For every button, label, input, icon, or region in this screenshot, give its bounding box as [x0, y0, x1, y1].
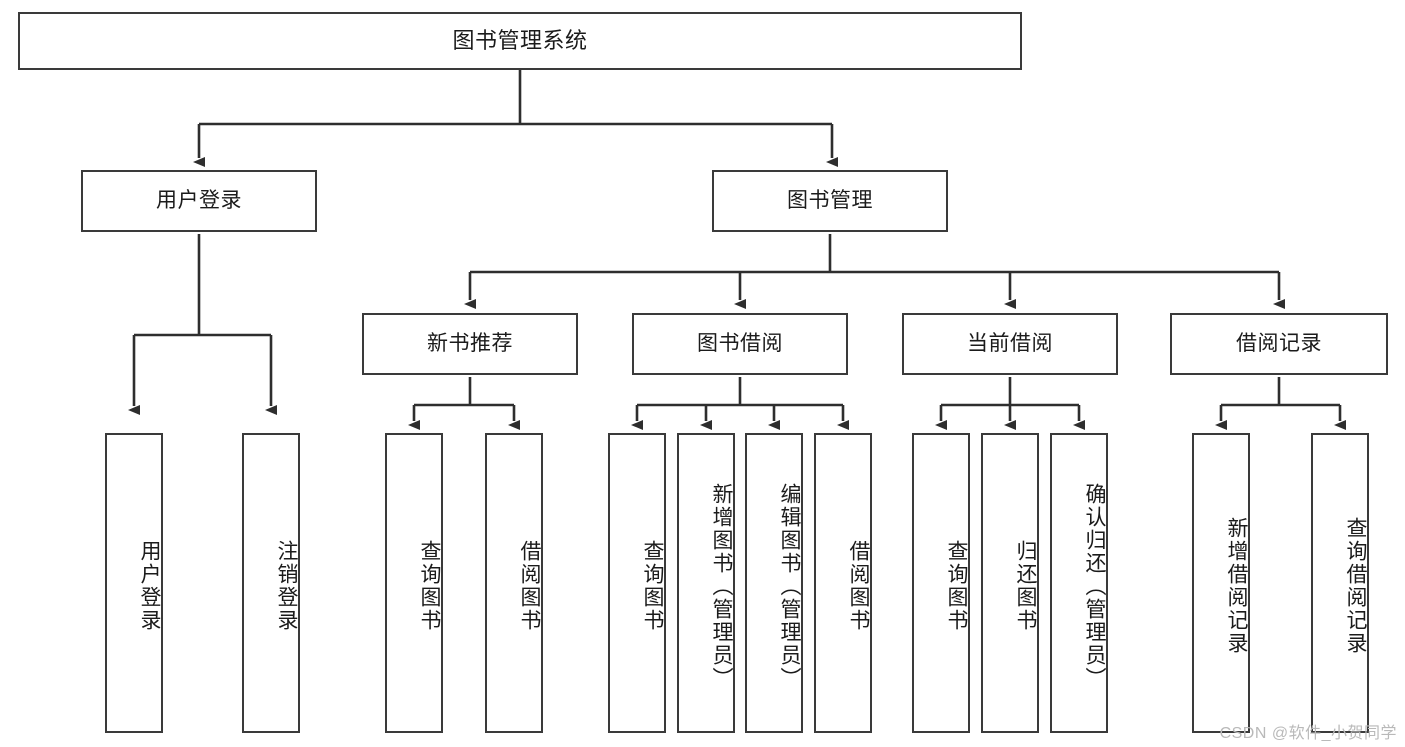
node-borrow-record[interactable]: 借阅记录 — [1170, 313, 1388, 375]
leaf-query-borrow-record[interactable]: 查询借阅记录 — [1311, 433, 1369, 733]
leaf-return-book[interactable]: 归还图书 — [981, 433, 1039, 733]
leaf-edit-book-admin[interactable]: 编辑图书（管理员） — [745, 433, 803, 733]
leaf-user-login[interactable]: 用户登录 — [105, 433, 163, 733]
node-book-borrow[interactable]: 图书借阅 — [632, 313, 848, 375]
leaf-label: 查询借阅记录 — [1344, 517, 1367, 655]
leaf-query-book-current[interactable]: 查询图书 — [912, 433, 970, 733]
node-root-system[interactable]: 图书管理系统 — [18, 12, 1022, 70]
leaf-add-book-admin[interactable]: 新增图书（管理员） — [677, 433, 735, 733]
leaf-confirm-return-admin[interactable]: 确认归还（管理员） — [1050, 433, 1108, 733]
node-new-book-recommend[interactable]: 新书推荐 — [362, 313, 578, 375]
leaf-borrow-book-newbook[interactable]: 借阅图书 — [485, 433, 543, 733]
leaf-query-book-newbook[interactable]: 查询图书 — [385, 433, 443, 733]
leaf-label: 用户登录 — [138, 540, 161, 632]
node-current-borrow[interactable]: 当前借阅 — [902, 313, 1118, 375]
node-user-login[interactable]: 用户登录 — [81, 170, 317, 232]
leaf-label: 查询图书 — [418, 540, 441, 632]
leaf-label: 查询图书 — [945, 540, 968, 632]
leaf-label: 编辑图书（管理员） — [778, 482, 801, 690]
leaf-label: 借阅图书 — [518, 540, 541, 632]
leaf-label: 确认归还（管理员） — [1083, 482, 1106, 690]
leaf-label: 归还图书 — [1014, 540, 1037, 632]
leaf-label: 查询图书 — [641, 540, 664, 632]
csdn-watermark: CSDN @软件_小贺同学 — [1219, 725, 1397, 742]
leaf-label: 新增借阅记录 — [1225, 517, 1248, 655]
leaf-label: 注销登录 — [275, 540, 298, 632]
leaf-label: 新增图书（管理员） — [710, 482, 733, 690]
leaf-label: 借阅图书 — [847, 540, 870, 632]
node-book-management[interactable]: 图书管理 — [712, 170, 948, 232]
leaf-query-book-borrow[interactable]: 查询图书 — [608, 433, 666, 733]
leaf-add-borrow-record[interactable]: 新增借阅记录 — [1192, 433, 1250, 733]
leaf-borrow-book[interactable]: 借阅图书 — [814, 433, 872, 733]
leaf-logout[interactable]: 注销登录 — [242, 433, 300, 733]
